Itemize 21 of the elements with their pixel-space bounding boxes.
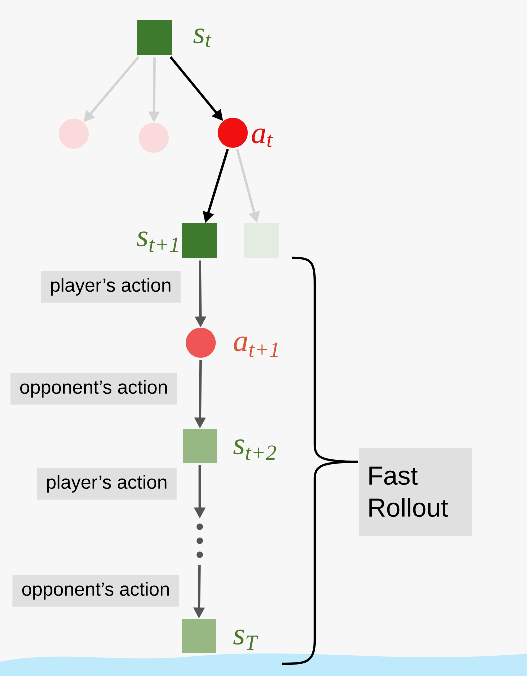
edge-label: player’s action <box>41 271 181 303</box>
edge-label: opponent’s action <box>10 373 178 405</box>
text-box: Fast Rollout <box>360 448 472 536</box>
state-square <box>244 224 280 258</box>
state-label: a$_{t}$ <box>252 128 274 148</box>
edge-label: player’s action <box>37 468 177 500</box>
state-square <box>182 224 218 258</box>
state-label: s$_{t+2}$ <box>234 440 276 460</box>
state-square <box>183 429 217 463</box>
state-square <box>182 619 216 653</box>
state-label: s$_{T}$ <box>234 630 259 650</box>
state-label: a$_{t+1}$ <box>234 336 278 358</box>
state-label: s$_{t+1}$ <box>137 232 178 252</box>
action-circle <box>139 123 169 153</box>
state-label: s$_{t}$ <box>194 28 212 48</box>
ellipsis-dots <box>196 524 204 558</box>
edge-label: opponent’s action <box>12 575 180 607</box>
action-circle <box>186 328 216 358</box>
action-circle <box>59 119 89 149</box>
state-square <box>138 20 172 56</box>
action-circle <box>218 118 248 148</box>
